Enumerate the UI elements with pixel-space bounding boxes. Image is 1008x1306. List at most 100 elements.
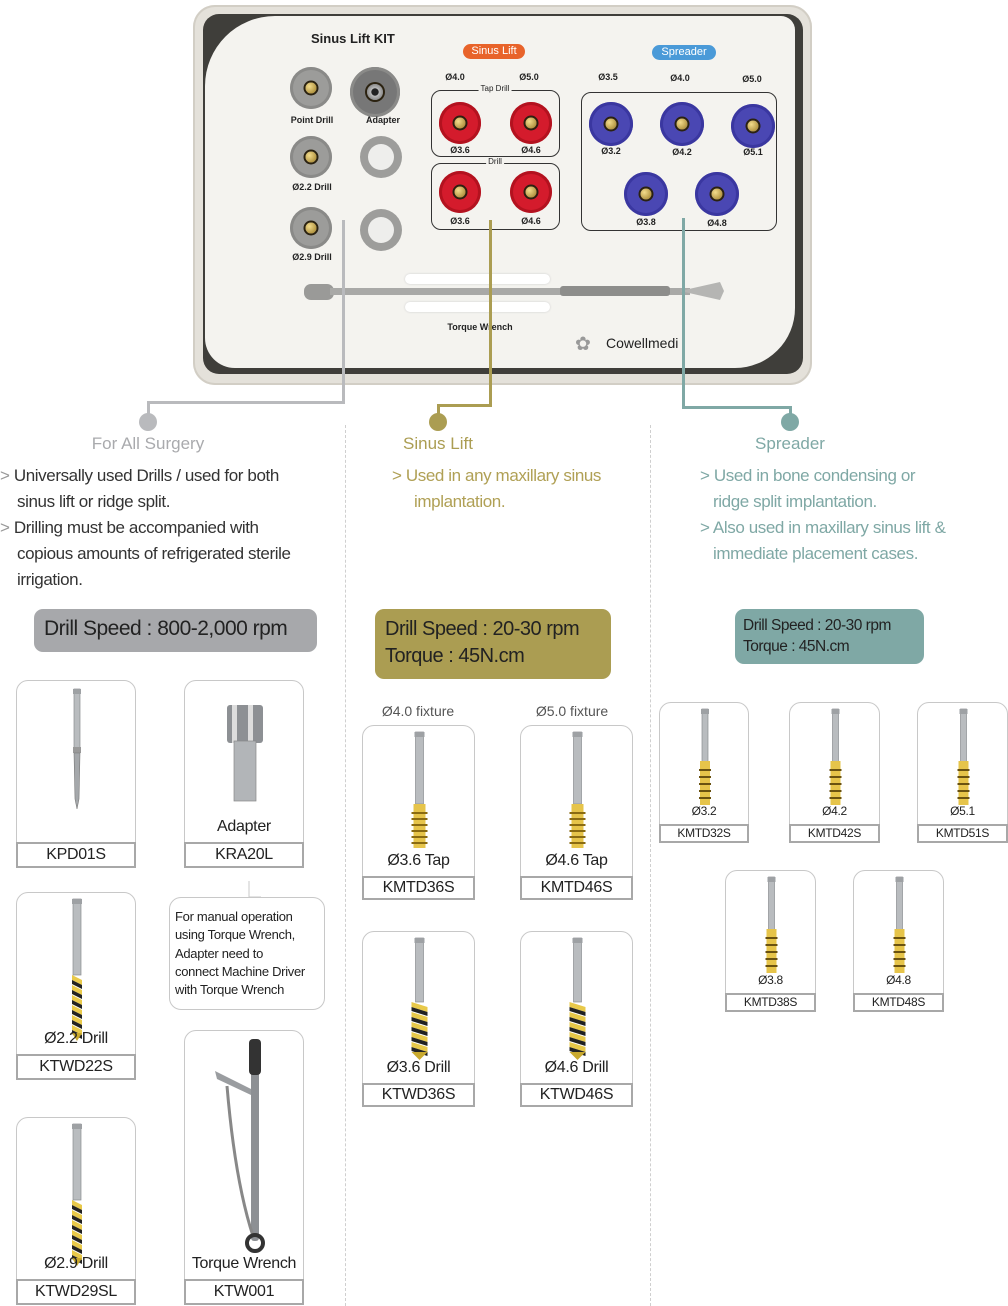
product-code: KMTD46S [520,876,633,900]
connector-line [342,220,345,404]
product-code: KTWD36S [362,1083,475,1107]
heading-spreader: Spreader [755,434,825,453]
drill-speed: Drill Speed : 800-2,000 rpm [44,617,288,640]
product-label: Ø4.6 Tap [545,852,608,869]
product-code: KMTD32S [659,824,749,843]
bullet-cont: sinus lift or ridge split. [17,492,171,511]
empty-holder [360,209,402,251]
torque: Torque : 45N.cm [385,645,525,667]
product-card: Ø4.2 KMTD42S [789,702,880,843]
column-divider [345,425,346,1306]
torque-wrench-icon [215,1039,265,1253]
drill-tip-icon [525,186,537,198]
blue-holder [731,104,775,148]
drill-tip-icon [605,118,617,130]
point-drill-holder [290,67,332,109]
fixture-label: Ø5.0 fixture [535,703,609,719]
point-drill-icon [73,688,81,810]
kit-diameter: Ø4.0 [445,72,465,82]
wrench-clip [405,274,550,284]
spreader-icon [893,876,906,973]
product-code: KPD01S [16,842,136,868]
spreader-box [581,92,777,231]
kit-label: Ø3.2 [601,146,621,156]
product-label: Ø5.1 [950,804,975,818]
connector-dot [781,413,799,431]
connector-dot [429,413,447,431]
drill-tip-icon [747,120,759,132]
tap-drill-icon [411,731,428,848]
note-pointer [248,881,261,898]
adapter-holder [350,67,400,117]
product-code: KRA20L [184,842,304,868]
product-card: Ø3.6 Tap KMTD36S [362,725,475,900]
cowellmedi-logo-icon: ✿ [575,334,591,355]
kit-label: Adapter [365,115,401,125]
blue-holder [695,172,739,216]
spreader-bullets: > Used in bone condensing or ridge split… [700,463,946,567]
product-card: Adapter KRA20L [184,680,304,868]
drill-tip-icon [454,117,466,129]
kit-label: Ø4.6 [521,216,541,226]
kit-label: Ø2.9 Drill [292,252,332,262]
drill-legend: Drill [486,157,504,166]
blue-holder [589,102,633,146]
drill-tip-icon [676,118,688,130]
drill-tip-icon [454,186,466,198]
product-label: Ø3.2 [691,804,717,818]
all-surgery-bullets: > Universally used Drills / used for bot… [0,463,291,593]
sinus-drill-icon [569,937,586,1060]
kit-label: Point Drill [290,115,334,125]
adapter-icon [367,84,383,100]
torque-wrench-icon [304,282,724,300]
red-holder [510,102,552,144]
sinus-lift-bullets: > Used in any maxillary sinus implantati… [392,463,601,515]
product-card: Ø2.9 Drill KTWD29SL [16,1117,136,1305]
bullet-cont: copious amounts of refrigerated sterile [17,544,291,563]
bullet-cont: immediate placement cases. [713,544,919,563]
product-label: Ø4.8 [886,973,911,987]
red-holder [439,171,481,213]
product-label: Ø2.9 Drill [44,1255,108,1272]
bullet-cont: implantation. [414,492,506,511]
drill-29-holder [290,207,332,249]
product-label: Ø3.6 Drill [386,1059,451,1076]
connector-line [147,401,150,421]
sinus-drill-icon [411,937,428,1060]
kit-label: Ø3.6 [450,216,470,226]
connector-dot [139,413,157,431]
kit-title: Sinus Lift KIT [311,31,395,46]
drill-tip-icon [640,188,652,200]
product-code: KMTD36S [362,876,475,900]
drill-tip-icon [305,82,317,94]
product-code: KMTD38S [725,993,816,1012]
product-code: KTW001 [184,1279,304,1305]
kit-label: Ø3.6 [450,145,470,155]
drill-tip-icon [711,188,723,200]
bullet-cont: ridge split implantation. [713,492,877,511]
kit-label: Ø5.1 [743,147,763,157]
product-card: KPD01S [16,680,136,868]
kit-diameter: Ø5.0 [742,74,762,84]
connector-line [682,218,685,409]
speed-box-all: Drill Speed : 800-2,000 rpm [34,609,317,652]
drill-speed: Drill Speed : 20-30 rpm [385,618,580,640]
product-code: KTWD29SL [16,1279,136,1305]
kit-diameter: Ø3.5 [598,72,618,82]
drill-tip-icon [305,151,317,163]
kit-label: Ø4.2 [672,147,692,157]
product-card: Ø3.8 KMTD38S [725,870,816,1012]
product-card: Ø3.6 Drill KTWD36S [362,931,475,1107]
kit-label: Ø4.6 [521,145,541,155]
column-divider [650,425,651,1306]
bullet: > Universally used Drills / used for bot… [0,466,279,485]
connector-line [437,404,440,421]
product-card: Ø2.2 Drill KTWD22S [16,892,136,1080]
product-label: Ø3.6 Tap [387,852,450,869]
bullet: > Used in any maxillary sinus [392,466,602,485]
bullet-cont: irrigation. [17,570,83,589]
product-code: KMTD42S [789,824,880,843]
connector-line [147,401,345,404]
